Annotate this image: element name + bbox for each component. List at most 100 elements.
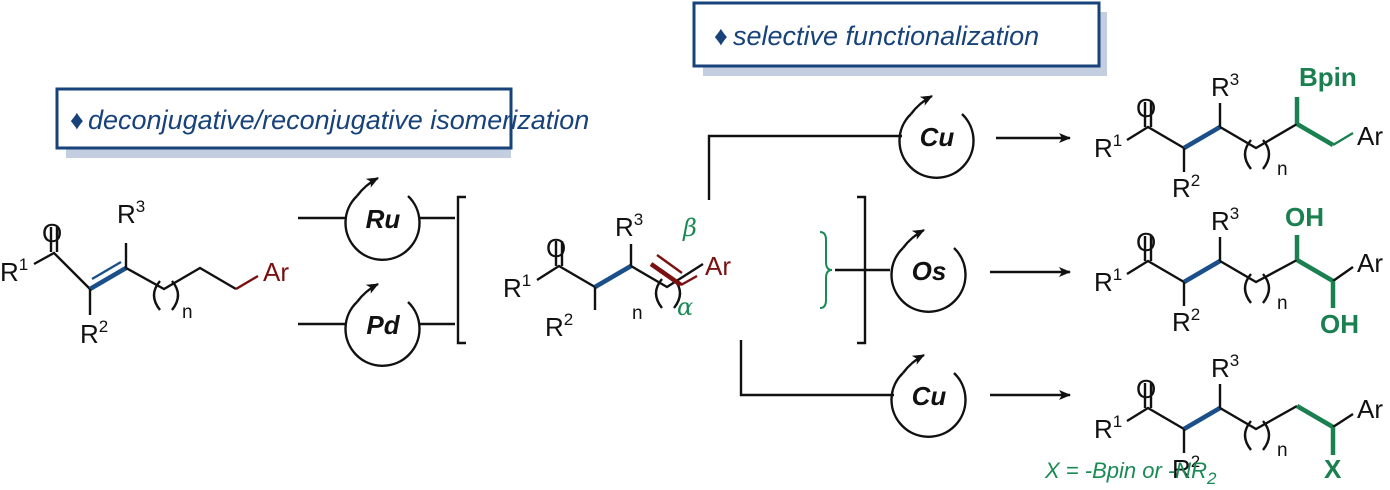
bond [1219,404,1298,431]
atom-ar: Ar [1357,394,1383,424]
bracket-left [456,195,466,345]
paren-left [1243,139,1252,170]
product-borylation: R1 O R3 R2 n Bpin Ar [1094,62,1383,203]
product-hydrofunctionalization: R1 O R3 R2 n X Ar X = -Bpin or -NR2 [1044,351,1383,488]
bond-green [1295,258,1335,283]
double-bond-red-inner [656,254,683,274]
subscript-n: n [632,303,643,324]
cycle-arc-icon [898,113,975,179]
catalyst-os: Os [890,228,1071,313]
carbonyl-bond [1143,383,1153,408]
atom-r2: R2 [80,317,108,349]
bond-green [1295,404,1335,429]
atom-r1: R1 [1094,265,1122,297]
atom-r2: R2 [1172,171,1200,203]
atom-r2: R2 [545,310,573,342]
x-definition-note: X = -Bpin or -NR2 [1044,458,1217,488]
isomerization-label-box: ♦ deconjugative/reconjugative isomerizat… [55,87,589,158]
bond [1219,122,1298,150]
bond-blue [1182,406,1222,431]
paren-left [1243,273,1252,304]
box-frame [692,1,1101,68]
cycle-arrow-icon [356,282,379,303]
paren-right [1262,420,1271,451]
paren-right [1262,273,1271,304]
hydroxyl-bottom: OH [1320,309,1359,339]
functionalization-label: selective functionalization [733,21,1039,51]
bond-green [1295,122,1335,147]
catalyst-pd-label: Pd [366,310,400,340]
bond-blue [1182,125,1222,150]
functionalization-label-box: ♦ selective functionalization [692,1,1107,76]
bond [1219,258,1298,284]
paren-right [1262,139,1271,170]
paren-left [654,278,663,309]
bond [1126,406,1185,431]
bond-blue [593,264,633,289]
atom-r1: R1 [1094,412,1122,444]
paren-left [152,280,161,311]
atom-r1: R1 [0,255,28,287]
atom-r2: R2 [1172,452,1200,484]
cycle-arrow-icon [902,228,925,249]
double-bond-red [649,262,683,287]
atom-ar: Ar [263,257,289,287]
bond [1332,412,1354,429]
carbonyl-bond [554,241,564,266]
cycle-arc-icon [344,301,421,367]
bond [33,251,91,290]
starting-material: R1 O R3 R2 n Ar [0,197,289,349]
cycle-arc-icon [890,247,967,313]
bond-green [1332,131,1354,147]
atom-ar: Ar [705,251,731,281]
hydroxyl-top: OH [1285,202,1324,232]
bond [630,262,704,289]
branch-line-beta [707,134,902,200]
double-bond-blue-inner [91,260,122,281]
intermediate: R1 O R3 R2 n Ar β α [456,195,867,345]
x-group: X [1324,454,1342,484]
bullet-diamond-icon: ♦ [714,21,728,51]
bond-blue [1182,259,1222,284]
bond [1126,125,1185,150]
atom-r3: R3 [1211,204,1239,236]
catalyst-ru-label: Ru [366,204,401,234]
atom-r3: R3 [615,210,643,242]
atom-ar: Ar [1357,248,1383,278]
atom-r1: R1 [503,271,531,303]
bond-red [235,274,259,291]
cycle-arrow-icon [356,176,379,197]
paren-right [171,280,180,311]
brace-green [819,231,833,309]
beta-label: β [682,214,697,242]
carbonyl-bond [1143,102,1153,127]
atom-ar: Ar [1357,121,1383,151]
product-dihydroxylation: R1 O R3 R2 n OH OH Ar [1094,202,1383,339]
catalyst-pd: Pd [298,282,455,367]
atom-r3: R3 [1211,351,1239,383]
cycle-arc-icon [344,195,421,261]
carbonyl-bond [1143,236,1153,261]
double-bond-blue [88,266,128,291]
subscript-n: n [182,302,193,323]
catalyst-cu-label: Cu [912,381,947,411]
bond [125,266,237,291]
subscript-n: n [1277,293,1288,314]
atom-r2: R2 [1172,305,1200,337]
isomerization-label: deconjugative/reconjugative isomerizatio… [88,105,589,135]
catalyst-cu-top: Cu [898,94,1071,179]
bullet-diamond-icon: ♦ [70,105,84,135]
cycle-arrow-icon [902,353,925,374]
paren-left [1243,420,1252,451]
catalyst-os-label: Os [912,256,947,286]
bond [1126,259,1185,284]
subscript-n: n [1277,159,1288,180]
bond [536,264,596,289]
atom-r3: R3 [1211,70,1239,102]
bond [1332,266,1354,282]
atom-r3: R3 [117,197,145,229]
catalyst-cu-bottom: Cu [890,353,1071,438]
bpin-group: Bpin [1299,62,1357,92]
box-frame [55,87,513,150]
